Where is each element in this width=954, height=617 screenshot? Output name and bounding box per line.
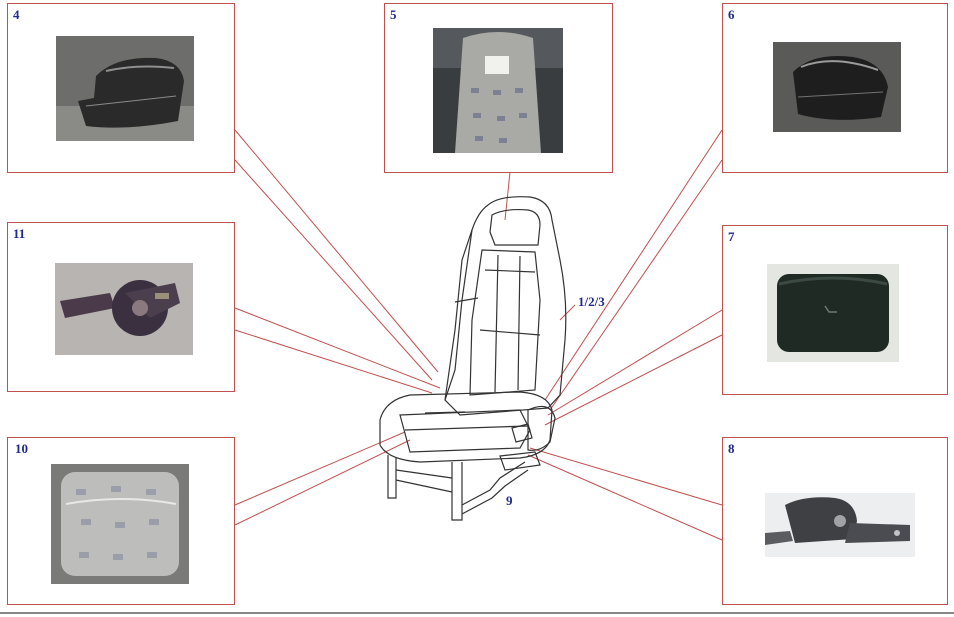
photo-bolster-cover bbox=[773, 42, 901, 132]
leader-lines bbox=[234, 129, 723, 541]
leader-8b bbox=[527, 454, 723, 541]
leader-4a bbox=[234, 129, 439, 373]
panel-11: 11 bbox=[7, 222, 235, 392]
leader-123 bbox=[559, 304, 576, 321]
photo-backrest bbox=[433, 28, 563, 153]
panel-10: 10 bbox=[7, 437, 235, 605]
label-seat-frame: 1/2/3 bbox=[578, 294, 605, 309]
photo-side-cover bbox=[56, 36, 194, 141]
panel-8: 8 bbox=[722, 437, 948, 605]
photo-slide-bracket bbox=[765, 493, 915, 557]
leader-5 bbox=[504, 171, 511, 221]
leader-11a bbox=[234, 307, 441, 389]
leader-8a bbox=[529, 447, 723, 506]
leader-7b bbox=[544, 334, 723, 426]
bottom-rule bbox=[0, 612, 954, 614]
leader-6a bbox=[544, 129, 723, 401]
panel-6: 6 bbox=[722, 3, 948, 173]
panel-5: 5 bbox=[384, 3, 613, 173]
leader-4b bbox=[234, 159, 433, 381]
leader-10a bbox=[234, 431, 406, 506]
leader-11b bbox=[234, 329, 433, 394]
photo-seat-cushion bbox=[51, 464, 189, 584]
label-base-tube: 9 bbox=[506, 493, 513, 508]
seat-line-art bbox=[379, 196, 567, 521]
part-number-10: 10 bbox=[15, 441, 28, 456]
part-number-7: 7 bbox=[728, 229, 735, 244]
photo-side-pad bbox=[767, 264, 899, 362]
leader-7a bbox=[547, 309, 723, 416]
panel-4: 4 bbox=[7, 3, 235, 173]
part-number-4: 4 bbox=[13, 7, 20, 22]
leader-6b bbox=[549, 159, 723, 411]
photo-recliner-bracket bbox=[55, 263, 193, 355]
part-number-6: 6 bbox=[728, 7, 735, 22]
leader-10b bbox=[234, 439, 411, 526]
part-number-5: 5 bbox=[390, 7, 397, 22]
part-number-11: 11 bbox=[13, 226, 26, 241]
part-number-8: 8 bbox=[728, 441, 735, 456]
panel-7: 7 bbox=[722, 225, 948, 395]
